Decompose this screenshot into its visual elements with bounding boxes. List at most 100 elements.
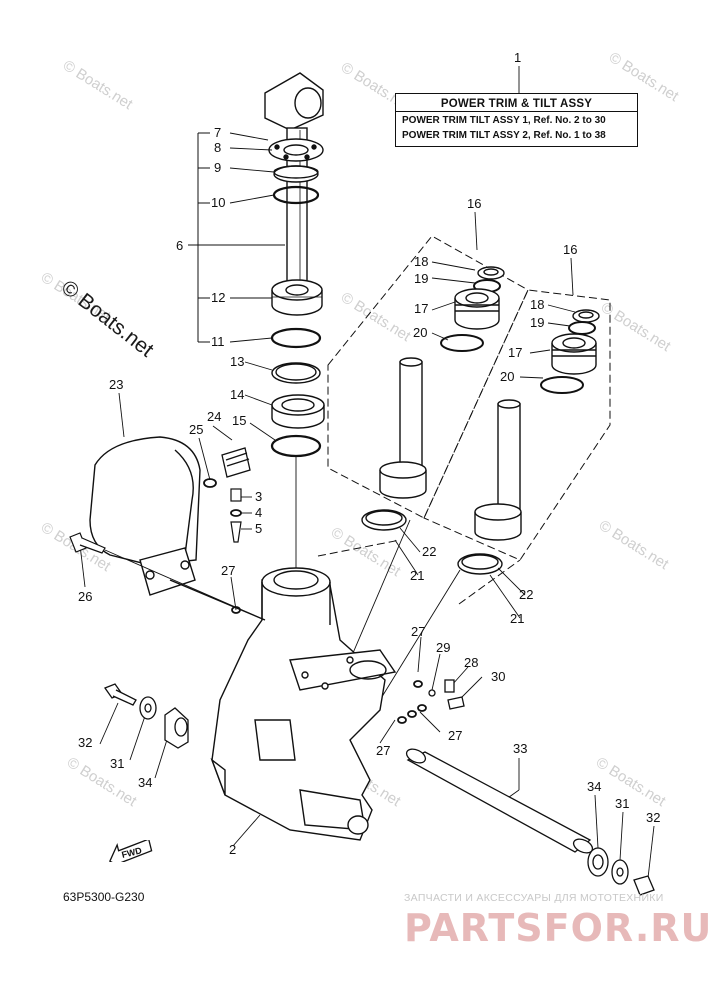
- callout-21: 21: [410, 568, 424, 583]
- watermark: © Boats.net: [60, 57, 136, 114]
- assembly-line-1: POWER TRIM TILT ASSY 1, Ref. No. 2 to 30: [402, 115, 606, 126]
- callout-25: 25: [189, 422, 203, 437]
- bolt: [69, 532, 106, 554]
- callout-4: 4: [255, 505, 262, 520]
- callout-2: 2: [229, 842, 236, 857]
- watermark: © Boats.net: [64, 754, 140, 811]
- backup-ring: [457, 553, 503, 575]
- callout-30: 30: [491, 669, 505, 684]
- callout-27: 27: [221, 563, 235, 578]
- callout-20: 20: [413, 325, 427, 340]
- callout-34: 34: [138, 775, 152, 790]
- o-ring: [397, 716, 407, 724]
- shaft-bore: [347, 815, 369, 835]
- power-trim-housing: [169, 567, 397, 841]
- callout-11: 11: [211, 334, 225, 349]
- callout-22: 22: [422, 544, 436, 559]
- callout-31b: 31: [615, 796, 629, 811]
- watermark: © Boats.net: [338, 289, 414, 346]
- o-ring: [203, 478, 217, 488]
- callout-28: 28: [464, 655, 478, 670]
- valve-plug: [230, 488, 242, 502]
- pin: [447, 696, 465, 710]
- tilt-shaft: [406, 751, 592, 853]
- bolt-shank: [112, 689, 137, 706]
- backup-ring: [361, 509, 407, 531]
- o-ring: [231, 606, 241, 614]
- group-bracket-6: [188, 132, 285, 343]
- callout-23: 23: [109, 377, 123, 392]
- callout-15: 15: [232, 413, 246, 428]
- ball: [428, 689, 436, 697]
- callout-9: 9: [214, 160, 221, 175]
- bolt-head: [633, 875, 655, 896]
- callout-13: 13: [230, 354, 244, 369]
- callout-14: 14: [230, 387, 244, 402]
- valve-pin: [230, 521, 242, 543]
- o-ring: [230, 509, 242, 517]
- callout-32b: 32: [646, 810, 660, 825]
- callout-7: 7: [214, 125, 221, 140]
- o-ring: [413, 680, 423, 688]
- callout-27b: 27: [411, 624, 425, 639]
- callout-32: 32: [78, 735, 92, 750]
- callout-3: 3: [255, 489, 262, 504]
- callout-numbers: 1 2 3 4 5 6 7 8 9 10 11 12 13 14 15 16 1…: [78, 50, 660, 857]
- o-ring: [568, 321, 596, 335]
- callout-17: 17: [414, 301, 428, 316]
- tilt-rod-assembly: [264, 72, 325, 458]
- callout-8: 8: [214, 140, 221, 155]
- o-ring: [440, 334, 484, 352]
- shop-subtitle: ЗАПЧАСТИ И АКСЕССУАРЫ ДЛЯ МОТОТЕХНИКИ: [404, 892, 664, 904]
- o-ring: [270, 434, 322, 458]
- trim-ram-assembly-1: [361, 266, 505, 531]
- shop-logo: PARTSFOR.RU: [404, 906, 713, 950]
- callout-17b: 17: [508, 345, 522, 360]
- callout-1: 1: [514, 50, 521, 65]
- watermark: © Boats.net: [596, 517, 672, 574]
- trim-ram-rod: [497, 403, 521, 517]
- diagram-code: 63P5300-G230: [63, 890, 145, 904]
- fwd-label: FWD: [121, 845, 144, 860]
- o-ring: [417, 704, 427, 712]
- dashed-group-16: [317, 235, 611, 605]
- callout-33: 33: [513, 741, 527, 756]
- callout-26: 26: [78, 589, 92, 604]
- check-valve: [444, 679, 455, 693]
- watermark: © Boats.net: [328, 524, 404, 581]
- callout-27d: 27: [448, 728, 462, 743]
- callout-20b: 20: [500, 369, 514, 384]
- assembly-line-2: POWER TRIM TILT ASSY 2, Ref. No. 1 to 38: [402, 130, 606, 141]
- callout-19: 19: [414, 271, 428, 286]
- callout-10: 10: [211, 195, 225, 210]
- o-ring: [270, 327, 322, 349]
- callout-27c: 27: [376, 743, 390, 758]
- forward-arrow-icon: FWD: [109, 840, 153, 862]
- callout-16: 16: [467, 196, 481, 211]
- callout-18: 18: [414, 254, 428, 269]
- callout-24: 24: [207, 409, 221, 424]
- callout-34b: 34: [587, 779, 601, 794]
- filter-and-ring: [203, 447, 251, 488]
- tilt-rod-eye-bore: [294, 87, 322, 119]
- callout-6: 6: [176, 238, 183, 253]
- o-ring: [540, 376, 584, 394]
- trim-ram-assembly-2: [457, 309, 600, 575]
- assembly-title-box: POWER TRIM & TILT ASSY POWER TRIM TILT A…: [395, 93, 638, 147]
- assembly-heading: POWER TRIM & TILT ASSY: [440, 98, 593, 110]
- callout-21b: 21: [510, 611, 524, 626]
- callout-16b: 16: [563, 242, 577, 257]
- callout-12: 12: [211, 290, 225, 305]
- valve-parts: [230, 488, 242, 543]
- manifold-face: [289, 649, 397, 691]
- callout-29: 29: [436, 640, 450, 655]
- backup-ring: [271, 362, 321, 384]
- callout-18b: 18: [530, 297, 544, 312]
- title-divider: [396, 111, 637, 112]
- watermark: © Boats.net: [598, 299, 674, 356]
- left-mount-hardware: [103, 683, 189, 749]
- callout-19b: 19: [530, 315, 544, 330]
- o-ring: [407, 710, 417, 718]
